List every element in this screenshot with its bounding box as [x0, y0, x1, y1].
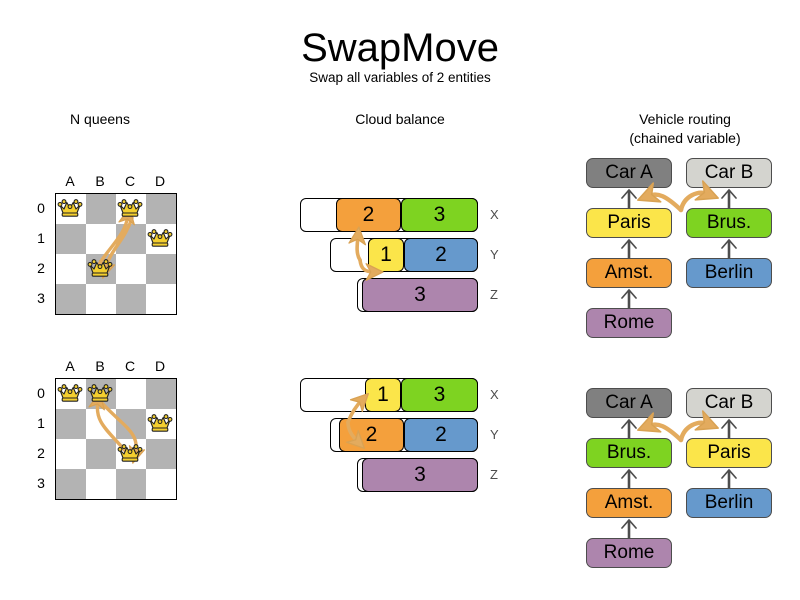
- vrp-vehicle-car-b[interactable]: Car B: [686, 158, 772, 188]
- board-cell-d3[interactable]: [146, 284, 176, 314]
- board-row-label-3: 3: [37, 475, 45, 491]
- board-column-label-a: A: [65, 173, 75, 189]
- vrp-customer-paris[interactable]: Paris: [686, 438, 772, 468]
- board-cell-d2[interactable]: [146, 254, 176, 284]
- board-column-label-c: C: [124, 358, 136, 374]
- page-title: SwapMove: [301, 26, 499, 70]
- board-column-label-d: D: [154, 173, 166, 189]
- board-cell-a2[interactable]: [56, 439, 86, 469]
- cloud-process-2-blue[interactable]: 2: [404, 238, 478, 272]
- board-cell-c1[interactable]: [116, 409, 146, 439]
- board-row-label-0: 0: [37, 200, 45, 216]
- vehicle-routing-heading-line2: (chained variable): [629, 130, 741, 146]
- cloud-process-2-orange[interactable]: 2: [336, 198, 401, 232]
- board-column-label-d: D: [154, 358, 166, 374]
- cloud-process-3-green[interactable]: 3: [401, 198, 478, 232]
- board-row-label-1: 1: [37, 415, 45, 431]
- board-cell-d0[interactable]: [146, 194, 176, 224]
- board-cell-a2[interactable]: [56, 254, 86, 284]
- vrp-customer-paris[interactable]: Paris: [586, 208, 672, 238]
- cloud-process-1-yellow[interactable]: 1: [365, 378, 401, 412]
- board-cell-d1[interactable]: [146, 224, 176, 254]
- board-cell-c3[interactable]: [116, 469, 146, 499]
- board-column-label-a: A: [65, 358, 75, 374]
- vrp-customer-brussels[interactable]: Brus.: [686, 208, 772, 238]
- board-cell-b3[interactable]: [86, 469, 116, 499]
- board-cell-b3[interactable]: [86, 284, 116, 314]
- board-cell-c3[interactable]: [116, 284, 146, 314]
- cloud-process-2-orange[interactable]: 2: [339, 418, 404, 452]
- board-column-label-c: C: [124, 173, 136, 189]
- cloud-computer-label-y: Y: [490, 427, 499, 442]
- n-queens-board-after: A B C D 0 1 2 3: [10, 355, 180, 515]
- page-subtitle: Swap all variables of 2 entities: [309, 70, 491, 85]
- board-cell-b1[interactable]: [86, 409, 116, 439]
- board-cell-c0[interactable]: [116, 194, 146, 224]
- board-cell-c1[interactable]: [116, 224, 146, 254]
- vrp-vehicle-car-a[interactable]: Car A: [586, 388, 672, 418]
- cloud-computer-label-z: Z: [490, 467, 498, 482]
- board-row-label-1: 1: [37, 230, 45, 246]
- vrp-customer-berlin[interactable]: Berlin: [686, 488, 772, 518]
- chessboard-grid[interactable]: [55, 193, 177, 315]
- board-column-label-b: B: [95, 358, 105, 374]
- cloud-process-2-blue[interactable]: 2: [404, 418, 478, 452]
- board-cell-d3[interactable]: [146, 469, 176, 499]
- board-cell-a3[interactable]: [56, 469, 86, 499]
- board-cell-a0[interactable]: [56, 379, 86, 409]
- cloud-process-3-purple[interactable]: 3: [362, 278, 478, 312]
- board-row-label-2: 2: [37, 445, 45, 461]
- board-cell-b0[interactable]: [86, 379, 116, 409]
- board-cell-c2[interactable]: [116, 439, 146, 469]
- board-cell-c0[interactable]: [116, 379, 146, 409]
- board-column-label-b: B: [95, 173, 105, 189]
- cloud-computer-label-x: X: [490, 387, 499, 402]
- vrp-customer-berlin[interactable]: Berlin: [686, 258, 772, 288]
- board-cell-d1[interactable]: [146, 409, 176, 439]
- vehicle-routing-heading-line1: Vehicle routing: [639, 111, 731, 127]
- vrp-vehicle-car-a[interactable]: Car A: [586, 158, 672, 188]
- board-cell-a3[interactable]: [56, 284, 86, 314]
- board-cell-b2[interactable]: [86, 254, 116, 284]
- vrp-customer-amsterdam[interactable]: Amst.: [586, 258, 672, 288]
- board-cell-d2[interactable]: [146, 439, 176, 469]
- board-cell-d0[interactable]: [146, 379, 176, 409]
- chessboard-grid[interactable]: [55, 378, 177, 500]
- cloud-process-3-purple[interactable]: 3: [362, 458, 478, 492]
- cloud-computer-label-y: Y: [490, 247, 499, 262]
- board-cell-b0[interactable]: [86, 194, 116, 224]
- cloud-computer-label-x: X: [490, 207, 499, 222]
- vrp-vehicle-car-b[interactable]: Car B: [686, 388, 772, 418]
- n-queens-board-before: A B C D 0 1 2 3: [10, 170, 180, 330]
- board-cell-a0[interactable]: [56, 194, 86, 224]
- vrp-customer-rome[interactable]: Rome: [586, 308, 672, 338]
- board-cell-c2[interactable]: [116, 254, 146, 284]
- column-heading-cloud-balance: Cloud balance: [355, 111, 445, 127]
- column-heading-n-queens: N queens: [70, 111, 130, 127]
- board-cell-b2[interactable]: [86, 439, 116, 469]
- board-row-label-2: 2: [37, 260, 45, 276]
- board-row-label-3: 3: [37, 290, 45, 306]
- column-heading-vehicle-routing: Vehicle routing (chained variable): [590, 110, 780, 148]
- vrp-customer-amsterdam[interactable]: Amst.: [586, 488, 672, 518]
- board-cell-a1[interactable]: [56, 224, 86, 254]
- board-cell-b1[interactable]: [86, 224, 116, 254]
- cloud-computer-label-z: Z: [490, 287, 498, 302]
- board-row-label-0: 0: [37, 385, 45, 401]
- vrp-customer-rome[interactable]: Rome: [586, 538, 672, 568]
- cloud-process-3-green[interactable]: 3: [401, 378, 478, 412]
- cloud-process-1-yellow[interactable]: 1: [368, 238, 404, 272]
- vrp-customer-brussels[interactable]: Brus.: [586, 438, 672, 468]
- board-cell-a1[interactable]: [56, 409, 86, 439]
